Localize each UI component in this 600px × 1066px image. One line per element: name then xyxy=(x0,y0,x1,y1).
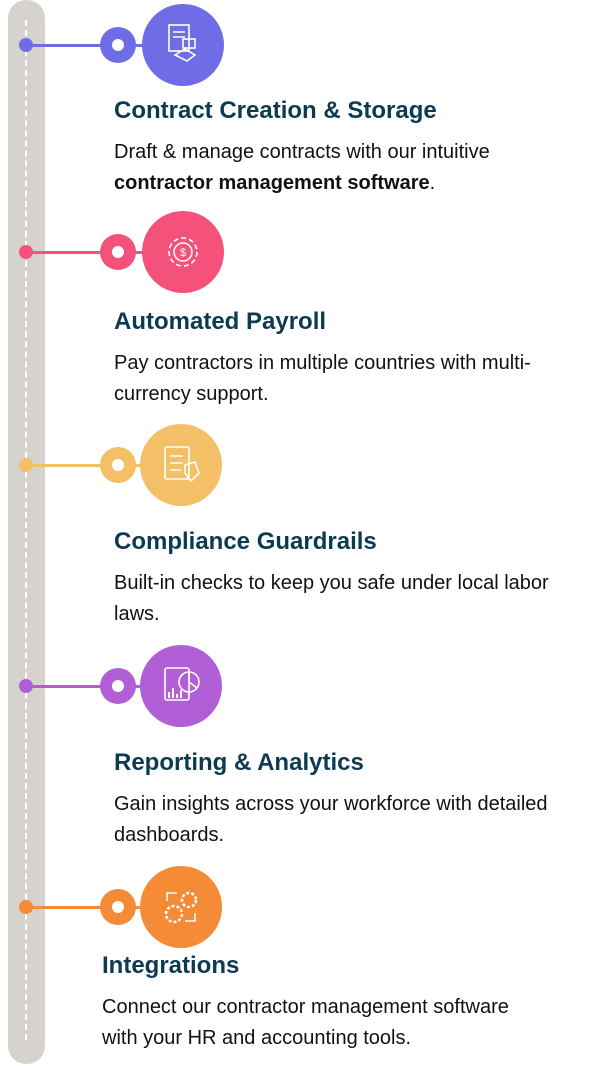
gear-dollar-icon: $ xyxy=(142,211,224,293)
report-chart-icon xyxy=(140,645,222,727)
connector-line xyxy=(26,44,149,47)
connector-line xyxy=(26,906,147,909)
connector-node xyxy=(100,234,136,270)
feature-title: Compliance Guardrails xyxy=(114,528,377,555)
timeline-dot xyxy=(19,458,33,472)
contract-handshake-icon xyxy=(142,4,224,86)
connector-node xyxy=(100,27,136,63)
feature-title: Automated Payroll xyxy=(114,308,327,335)
feature-description: Draft & manage contracts with our intuit… xyxy=(114,141,490,194)
feature-description: Connect our contractor management softwa… xyxy=(102,996,509,1049)
connector-node xyxy=(100,889,136,925)
connector-line xyxy=(26,464,147,467)
svg-text:$: $ xyxy=(180,247,186,259)
bold-text: contractor management software xyxy=(114,172,430,194)
connector-line xyxy=(26,251,149,254)
connector-line xyxy=(26,685,147,688)
feature-title: Integrations xyxy=(102,952,240,979)
feature-description: Gain insights across your workforce with… xyxy=(114,793,548,846)
feature-description: Built-in checks to keep you safe under l… xyxy=(114,572,549,625)
timeline-dot xyxy=(19,38,33,52)
sync-gears-icon xyxy=(140,866,222,948)
feature-description: Pay contractors in multiple countries wi… xyxy=(114,352,531,405)
timeline-dashed-line xyxy=(25,20,27,1040)
timeline-dot xyxy=(19,679,33,693)
feature-title: Reporting & Analytics xyxy=(114,749,364,776)
connector-node xyxy=(100,447,136,483)
connector-node xyxy=(100,668,136,704)
timeline-dot xyxy=(19,900,33,914)
feature-title: Contract Creation & Storage xyxy=(114,97,437,124)
timeline-dot xyxy=(19,245,33,259)
checklist-shield-icon xyxy=(140,424,222,506)
